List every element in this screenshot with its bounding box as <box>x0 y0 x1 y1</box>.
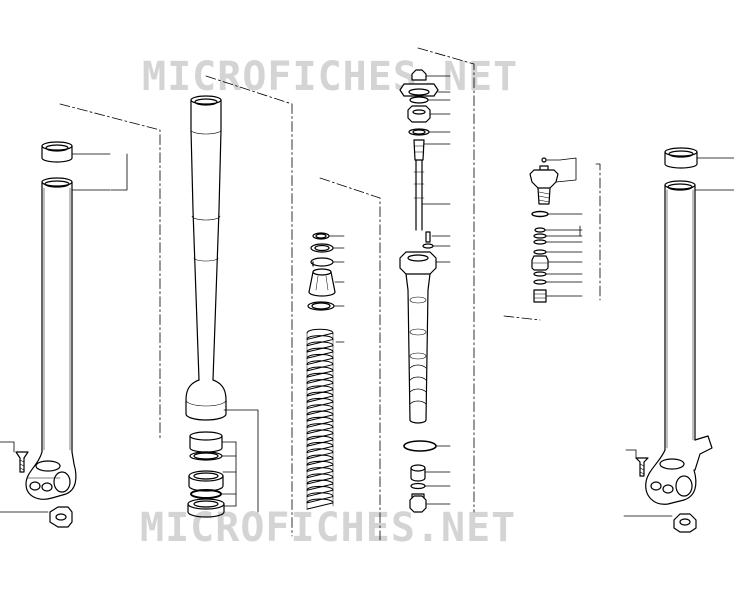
spring-spacer-ring <box>307 301 335 311</box>
right-bolt <box>635 457 649 477</box>
small-pin <box>422 231 434 249</box>
damper-rod-assembly <box>399 47 475 513</box>
left-dust-seal <box>41 141 73 163</box>
left-axle-nut <box>49 506 73 528</box>
left-leader-lines <box>0 103 161 513</box>
right-dust-seal <box>664 147 698 169</box>
right-outer-tube-assembly <box>623 147 734 533</box>
spring-assembly <box>306 177 381 541</box>
damper-bottom-bolt <box>409 493 427 513</box>
left-bolt <box>15 451 29 473</box>
inner-tube-leader-lines <box>205 75 293 537</box>
valve-kit-assembly <box>503 157 601 321</box>
left-outer-tube-assembly <box>0 103 161 528</box>
right-leader-lines <box>623 157 734 517</box>
damper-bottom-piece <box>410 464 426 482</box>
cap-washer <box>408 128 430 136</box>
inner-tube-dust-seal <box>187 498 225 518</box>
inner-tube-washer <box>189 451 223 461</box>
damper-leader-lines <box>417 47 475 513</box>
spring-outline <box>306 332 334 510</box>
adjuster-needle <box>413 139 425 231</box>
cap-oring <box>409 96 429 104</box>
inner-tube-oil-seal <box>188 470 224 492</box>
inner-tube <box>185 95 227 421</box>
spring-washer <box>310 243 334 253</box>
spring-coil-path <box>306 328 334 510</box>
spring-collar <box>310 257 334 267</box>
cap-nut <box>407 105 431 123</box>
fork-cap-bolt <box>399 69 439 97</box>
watermark-top: MICROFICHES.NET <box>142 54 519 100</box>
valve-orings <box>531 210 549 255</box>
valve-adjuster-screw <box>529 157 559 205</box>
spring-seat-ring <box>312 232 330 240</box>
left-outer-tube <box>25 177 77 500</box>
spring-spacer-cone <box>308 268 336 297</box>
right-outer-tube <box>645 180 713 505</box>
damper-small-washer <box>410 482 426 490</box>
valve-piston <box>531 255 549 271</box>
inner-tube-bushing <box>189 431 223 453</box>
inner-tube-assembly <box>185 75 293 537</box>
fork-spring <box>306 328 334 510</box>
spring-leader-lines <box>319 177 381 541</box>
right-axle-nut <box>673 513 697 533</box>
valve-leader-lines <box>503 157 601 321</box>
watermark-bottom: MICROFICHES.NET <box>140 505 517 551</box>
damper-large-oring <box>403 440 437 452</box>
valve-shims <box>533 271 547 285</box>
valve-bottom-nut <box>533 289 547 303</box>
damper-rod <box>399 251 437 424</box>
